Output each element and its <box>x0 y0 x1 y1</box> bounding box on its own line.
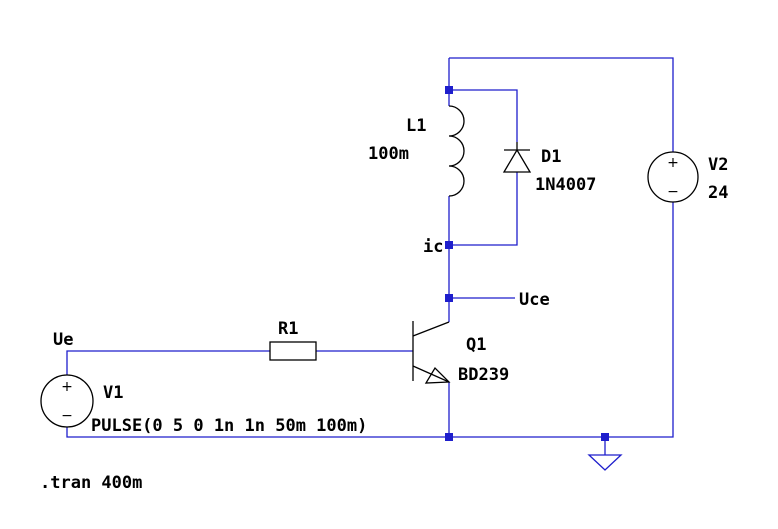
diode-name: D1 <box>541 147 561 167</box>
voltage-source-v1[interactable]: + − V1 PULSE(0 5 0 1n 1n 50m 100m) <box>40 374 367 436</box>
v2-name: V2 <box>708 155 728 175</box>
diode-d1[interactable]: D1 1N4007 <box>502 142 596 195</box>
v2-value: 24 <box>708 183 728 203</box>
resistor-r1[interactable]: R1 <box>269 319 317 361</box>
v1-value: PULSE(0 5 0 1n 1n 50m 100m) <box>91 416 367 436</box>
diode-triangle <box>502 148 532 173</box>
wire-v1-bottom <box>66 427 449 438</box>
v2-plus: + <box>667 155 679 171</box>
wire-v2-bottom <box>449 202 674 438</box>
v1-minus: − <box>61 408 73 424</box>
junctions <box>445 86 609 441</box>
diode-value: 1N4007 <box>535 175 596 195</box>
net-label-ue: Ue <box>53 330 73 350</box>
wire-ue-to-r1 <box>66 350 270 375</box>
inductor-symbol <box>448 105 465 197</box>
junction-ground <box>601 433 609 441</box>
ground-icon <box>587 454 623 471</box>
v2-circle <box>647 151 699 203</box>
junction-top <box>445 86 453 94</box>
junction-ic <box>445 241 453 249</box>
wire-diode-bottom <box>449 172 518 246</box>
inductor-name: L1 <box>406 116 426 136</box>
junction-emitter <box>445 433 453 441</box>
resistor-name: R1 <box>278 319 298 339</box>
net-label-ic: ic <box>423 237 443 257</box>
transistor-collector <box>412 321 450 337</box>
v1-name: V1 <box>103 383 123 403</box>
transistor-emitter-arrow <box>424 366 451 384</box>
wires <box>66 57 674 455</box>
transistor-name: Q1 <box>466 335 486 355</box>
spice-directive[interactable]: .tran 400m <box>40 473 142 493</box>
v2-minus: − <box>667 184 679 200</box>
net-label-uce: Uce <box>519 290 550 310</box>
v1-plus: + <box>61 379 73 395</box>
transistor-q1[interactable]: Q1 BD239 <box>412 321 509 385</box>
v1-circle <box>40 374 94 428</box>
voltage-source-v2[interactable]: + − V2 24 <box>647 151 728 203</box>
resistor-body <box>269 341 317 361</box>
transistor-value: BD239 <box>458 365 509 385</box>
junction-uce <box>445 294 453 302</box>
wire-diode-top <box>449 89 518 142</box>
wire-top-rail <box>449 57 674 152</box>
inductor-l1[interactable]: L1 100m <box>368 105 465 197</box>
inductor-value: 100m <box>368 144 409 164</box>
ground-symbol <box>587 454 623 471</box>
